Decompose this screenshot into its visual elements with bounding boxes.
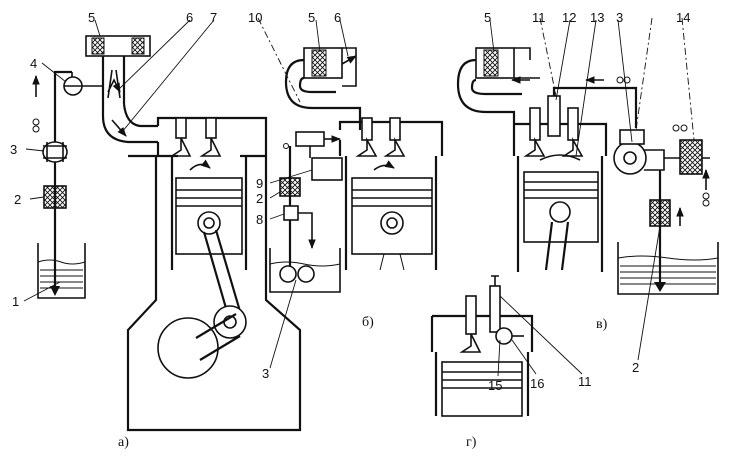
panel-a — [32, 35, 302, 432]
callout-b-2: 2 — [256, 191, 263, 206]
panel-label-b: б) — [362, 315, 374, 330]
callout-v-5: 5 — [484, 10, 491, 25]
cylinder-block-v — [516, 156, 604, 272]
injector-g — [489, 285, 501, 333]
fuel-tank — [37, 243, 86, 299]
panel-label-v: в) — [596, 317, 608, 332]
spark-plug-g — [495, 327, 513, 345]
panel-g — [430, 275, 534, 417]
callout-a-5: 5 — [88, 10, 95, 25]
callout-a-2: 2 — [14, 192, 21, 207]
panel-v — [456, 47, 719, 295]
carburettor-body — [101, 56, 126, 116]
panel-label-g: г) — [466, 435, 477, 450]
tank-pump-b — [279, 265, 297, 283]
callout-g-11: 11 — [578, 374, 592, 389]
fuel-supply-line — [53, 70, 72, 290]
callout-v-14: 14 — [676, 10, 690, 25]
fuel-tank-v — [617, 242, 719, 295]
callout-labels: 1 2 3 4 5 6 7 5 6 10 9 2 8 3 5 11 12 13 … — [10, 10, 690, 393]
crankshaft-a — [157, 317, 219, 379]
callout-a-3: 3 — [10, 142, 17, 157]
panel-b — [269, 47, 444, 293]
callout-b-9: 9 — [256, 176, 263, 191]
callout-g-15: 15 — [488, 378, 502, 393]
callout-b-5: 5 — [308, 10, 315, 25]
callout-b-8: 8 — [256, 212, 263, 227]
callout-b-3: 3 — [262, 366, 269, 381]
fuel-filter-b — [279, 177, 301, 197]
fuel-pump — [42, 141, 68, 163]
cylinder-block-b — [344, 156, 438, 270]
callout-v-3: 3 — [616, 10, 623, 25]
high-pressure-pump — [613, 141, 647, 175]
callout-b-6: 6 — [334, 10, 341, 25]
callout-a-6: 6 — [186, 10, 193, 25]
fuel-filter — [43, 185, 67, 209]
panel-label-a: а) — [118, 435, 129, 450]
fuel-tank-b — [269, 248, 341, 293]
callout-v-13: 13 — [590, 10, 604, 25]
callout-v-11: 11 — [532, 10, 546, 25]
high-pressure-line — [552, 86, 638, 128]
piston-g — [441, 361, 523, 417]
fine-filter-v — [679, 139, 703, 175]
callout-a-7: 7 — [210, 10, 217, 25]
intake-duct-b — [284, 58, 362, 130]
direct-injector-v — [547, 95, 561, 137]
pressure-regulator-b — [283, 205, 299, 221]
cylinder-block-a — [126, 154, 302, 432]
callout-g-16: 16 — [530, 376, 544, 391]
cylinder-head-v — [512, 122, 608, 156]
callout-a-1: 1 — [12, 294, 19, 309]
callout-a-4: 4 — [30, 56, 37, 71]
control-unit-b — [311, 157, 343, 181]
callout-b-10: 10 — [248, 10, 262, 25]
callout-v-2: 2 — [632, 360, 639, 375]
injector-b — [295, 131, 325, 147]
leader-lines — [23, 19, 661, 377]
intake-manifold-a — [101, 103, 158, 144]
callout-v-12: 12 — [562, 10, 576, 25]
intake-duct-v — [456, 58, 522, 124]
fuel-filter-v — [649, 199, 671, 227]
